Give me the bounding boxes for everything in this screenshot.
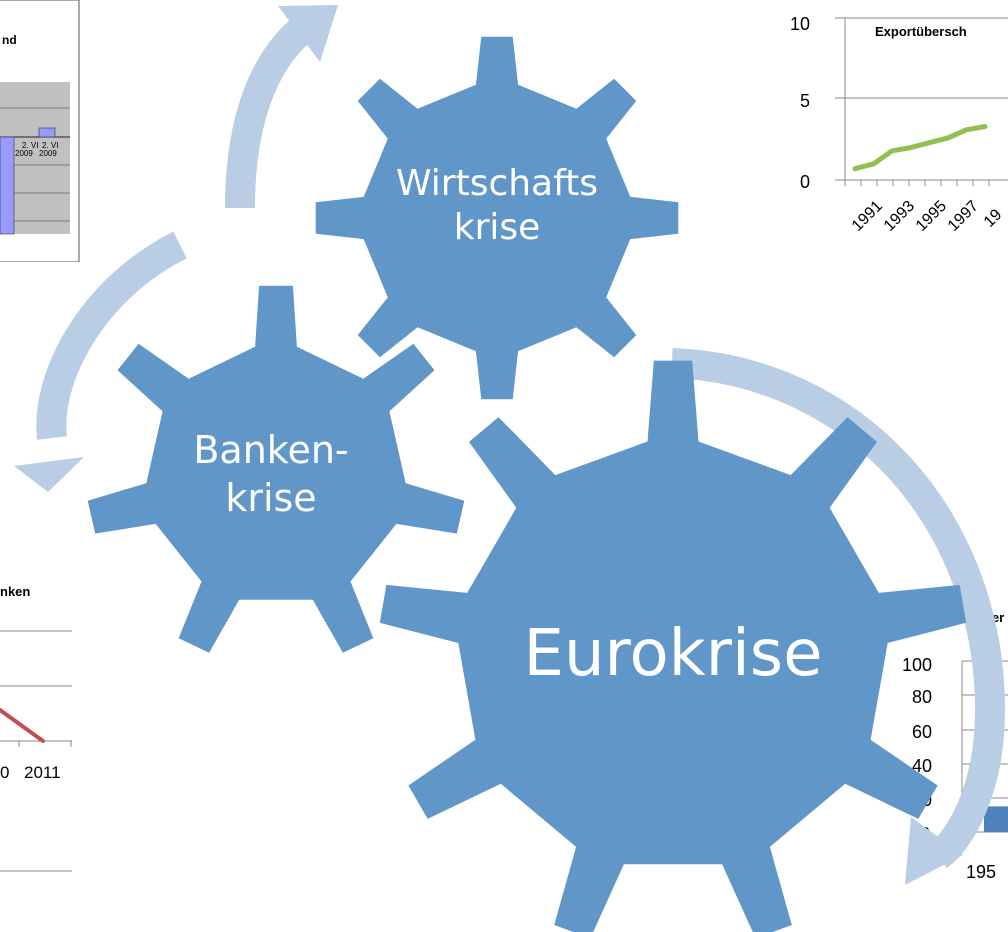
chart-bottom-left-title: nken [0,584,30,599]
gear-wirtschaftskrise-label-line2: krise [454,207,541,248]
chart-top-left-title: nd [2,33,17,47]
gear-eurokrise-label: Eurokrise [524,617,823,691]
gear-bankenkrise-label-line1: Banken- [193,428,348,472]
tick-label: 2. VI [22,141,38,150]
y-tick-label: 10 [790,14,810,34]
x-tick-label: 19 [981,206,1006,231]
gear-bankenkrise-icon [87,285,465,653]
x-tick-label: 1991 [849,198,886,235]
gear-bankenkrise-label-line2: krise [225,476,316,520]
series-line [0,708,45,743]
y-tick-label: 80 [912,687,932,707]
bar [984,806,1008,832]
bar [38,127,56,138]
gear-eurokrise: Eurokrise [379,360,967,932]
x-ticks [844,180,990,186]
tick-label: 2. VI [42,141,58,150]
gear-eurokrise-icon [379,360,967,932]
cycle-arrow-head-left [14,457,84,492]
x-tick-label: 195 [966,862,996,882]
y-tick-label: 40 [912,756,932,776]
cycle-arrow-head-right [905,817,963,885]
chart-bottom-left: nken 0 2011 [0,584,72,872]
y-tick-label: 5 [800,91,810,111]
y-tick-label: 0 [800,172,810,192]
gear-wirtschaftskrise: Wirtschafts krise [315,36,679,400]
chart-top-left: nd 2. VI 2009 2. VI 2009 [0,0,80,262]
y-tick-label: 60 [912,722,932,742]
bar [0,136,15,235]
y-tick-label: 100 [902,655,932,675]
tick-label: 2009 [39,149,57,158]
cycle-arrow-shaft-right [671,348,1006,869]
x-tick-label: 1995 [913,198,950,235]
cycle-arrow-head-top [278,5,338,62]
cycle-arrow-shaft-top [225,9,321,209]
x-tick-label: 1997 [945,198,982,235]
tick-label: 2009 [15,149,33,158]
gear-wirtschaftskrise-icon [315,36,679,400]
chart-top-right: 10 5 0 Exportübersch 1991 1993 1995 1997… [790,14,1008,235]
gear-wirtschaftskrise-label-line1: Wirtschafts [396,163,598,204]
x-tick-label: 1993 [881,198,918,235]
chart-top-right-title: Exportübersch [875,24,967,39]
series-line [852,124,988,172]
gear-bankenkrise: Banken- krise [87,285,465,653]
x-tick-label: 2011 [24,763,61,782]
cycle-arrow-shaft-left [36,231,187,440]
x-tick-label: 0 [0,763,9,782]
